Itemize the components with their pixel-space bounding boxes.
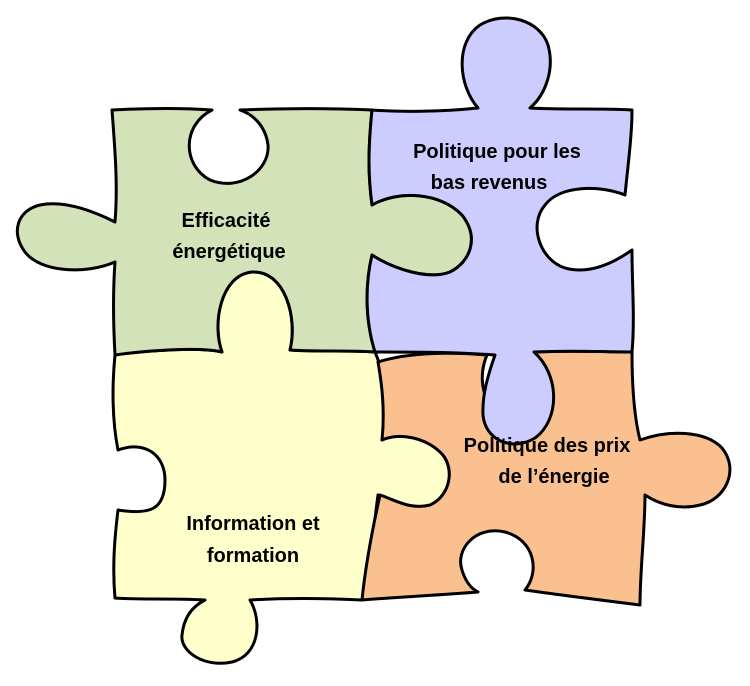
orange-piece-label-line1: Politique des prix — [464, 435, 631, 457]
puzzle-piece-purple — [365, 16, 635, 446]
green-piece-label-line1: Efficacité — [182, 210, 271, 232]
orange-piece-label-line2: de l’énergie — [498, 466, 609, 488]
purple-piece-label-line2: bas revenus — [431, 172, 548, 194]
purple-piece-label-line1: Politique pour les — [413, 141, 581, 163]
yellow-piece-label-line2: formation — [207, 545, 299, 567]
green-piece-label-line2: énergétique — [172, 241, 285, 263]
yellow-piece-label-line1: Information et — [186, 513, 320, 535]
